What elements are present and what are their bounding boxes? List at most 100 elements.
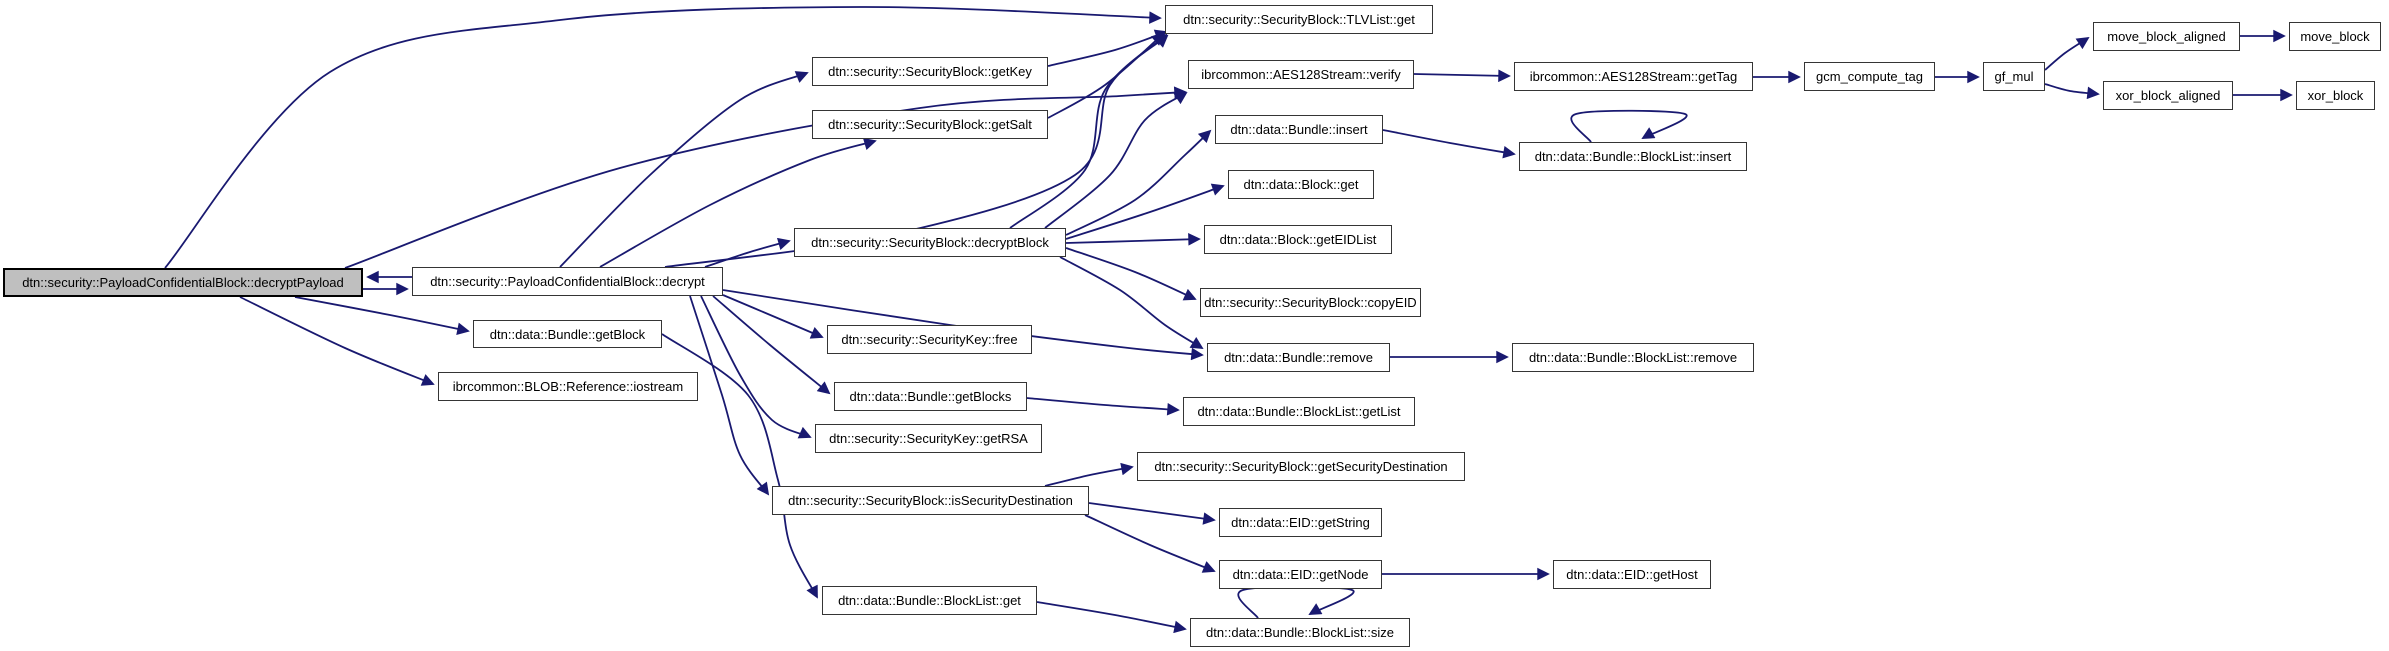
node-label: gf_mul <box>1994 69 2034 84</box>
edge-decryptBlock-to-tlvGet <box>1009 33 1168 229</box>
edge-getSalt-to-tlvGet <box>1047 32 1165 119</box>
edge-blocklistInsert-self <box>1570 109 1688 143</box>
edge-decryptBlock-to-getEIDList <box>1065 233 1201 246</box>
node-decryptBlock[interactable]: dtn::security::SecurityBlock::decryptBlo… <box>794 228 1066 257</box>
edge-decryptPayload-to-iostream <box>239 296 435 386</box>
edge-getBlock-to-blocklistGet <box>661 333 818 599</box>
node-blockGet[interactable]: dtn::data::Block::get <box>1228 170 1374 199</box>
node-insert[interactable]: dtn::data::Bundle::insert <box>1215 115 1383 144</box>
node-mba[interactable]: move_block_aligned <box>2093 22 2240 51</box>
node-verify[interactable]: ibrcommon::AES128Stream::verify <box>1188 60 1414 89</box>
edge-isSecurityDestination-to-getString <box>1088 502 1216 525</box>
edge-decryptBlock-to-insert <box>1065 129 1212 236</box>
edge-decrypt-to-decryptBlock <box>704 237 791 268</box>
node-getSalt[interactable]: dtn::security::SecurityBlock::getSalt <box>812 110 1048 139</box>
node-copyEID[interactable]: dtn::security::SecurityBlock::copyEID <box>1200 288 1421 317</box>
node-getNode[interactable]: dtn::data::EID::getNode <box>1219 560 1382 589</box>
node-xba[interactable]: xor_block_aligned <box>2103 81 2233 110</box>
edge-decryptBlock-to-copyEID <box>1065 247 1197 301</box>
node-remove[interactable]: dtn::data::Bundle::remove <box>1207 343 1390 372</box>
node-blocklistInsert[interactable]: dtn::data::Bundle::BlockList::insert <box>1519 142 1747 171</box>
node-getString[interactable]: dtn::data::EID::getString <box>1219 508 1382 537</box>
node-label: move_block <box>2300 29 2370 44</box>
edge-gfmul-to-mba <box>2044 36 2090 71</box>
node-label: dtn::data::EID::getNode <box>1232 567 1369 582</box>
node-getBlocks[interactable]: dtn::data::Bundle::getBlocks <box>834 382 1027 411</box>
node-getKey[interactable]: dtn::security::SecurityBlock::getKey <box>812 57 1048 86</box>
node-label: dtn::data::EID::getHost <box>1566 567 1698 582</box>
node-label: dtn::security::SecurityKey::free <box>841 332 1018 347</box>
node-label: dtn::security::SecurityBlock::copyEID <box>1204 295 1417 310</box>
node-label: dtn::data::Bundle::insert <box>1230 122 1368 137</box>
node-iostream[interactable]: ibrcommon::BLOB::Reference::iostream <box>438 372 698 401</box>
node-label: dtn::data::Bundle::BlockList::size <box>1206 625 1394 640</box>
node-label: xor_block <box>2307 88 2364 103</box>
node-label: dtn::security::SecurityBlock::getSalt <box>828 117 1032 132</box>
node-label: dtn::data::Block::get <box>1243 177 1359 192</box>
node-label: ibrcommon::AES128Stream::getTag <box>1529 69 1738 84</box>
node-mb[interactable]: move_block <box>2289 22 2381 51</box>
node-label: dtn::security::PayloadConfidentialBlock:… <box>430 274 705 289</box>
node-decryptPayload[interactable]: dtn::security::PayloadConfidentialBlock:… <box>3 268 363 297</box>
node-label: dtn::security::SecurityBlock::decryptBlo… <box>811 235 1049 250</box>
node-blocklistRemove[interactable]: dtn::data::Bundle::BlockList::remove <box>1512 343 1754 372</box>
node-label: xor_block_aligned <box>2115 88 2221 103</box>
node-label: dtn::security::SecurityBlock::TLVList::g… <box>1183 12 1415 27</box>
node-getBlock[interactable]: dtn::data::Bundle::getBlock <box>473 320 662 348</box>
node-label: dtn::data::EID::getString <box>1231 515 1370 530</box>
edge-decrypt-to-tlvGet <box>664 34 1169 268</box>
node-isSecurityDestination[interactable]: dtn::security::SecurityBlock::isSecurity… <box>772 486 1089 515</box>
node-label: dtn::security::SecurityKey::getRSA <box>829 431 1028 446</box>
edge-decrypt-to-free <box>722 294 824 339</box>
node-label: dtn::data::Bundle::BlockList::insert <box>1534 149 1732 164</box>
node-getTag[interactable]: ibrcommon::AES128Stream::getTag <box>1514 62 1753 91</box>
node-label: dtn::security::SecurityBlock::getKey <box>828 64 1032 79</box>
node-label: gcm_compute_tag <box>1816 69 1923 84</box>
node-blocklistGet[interactable]: dtn::data::Bundle::BlockList::get <box>822 586 1037 615</box>
node-decrypt[interactable]: dtn::security::PayloadConfidentialBlock:… <box>412 267 723 296</box>
edge-verify-to-getTag <box>1413 69 1511 83</box>
node-label: dtn::data::Bundle::getBlocks <box>849 389 1012 404</box>
node-label: dtn::data::Bundle::BlockList::get <box>838 593 1021 608</box>
node-label: dtn::security::SecurityBlock::getSecurit… <box>1154 459 1448 474</box>
node-size[interactable]: dtn::data::Bundle::BlockList::size <box>1190 618 1410 647</box>
edge-decrypt-to-isSecurityDestination <box>689 295 770 496</box>
node-label: dtn::data::Bundle::BlockList::getList <box>1197 404 1401 419</box>
node-free[interactable]: dtn::security::SecurityKey::free <box>827 325 1032 354</box>
node-label: move_block_aligned <box>2107 29 2226 44</box>
node-label: dtn::security::SecurityBlock::isSecurity… <box>788 493 1073 508</box>
edge-decryptPayload-to-tlvGet <box>164 6 1162 269</box>
edge-decryptBlock-to-remove <box>1059 256 1204 349</box>
edge-decrypt-to-getKey <box>559 71 809 268</box>
edge-insert-to-blocklistInsert <box>1382 129 1516 159</box>
edge-decryptBlock-to-verify <box>1044 91 1188 229</box>
node-label: dtn::data::Bundle::remove <box>1224 350 1373 365</box>
node-label: dtn::data::Bundle::getBlock <box>489 326 646 342</box>
node-getList[interactable]: dtn::data::Bundle::BlockList::getList <box>1183 397 1415 426</box>
node-xb[interactable]: xor_block <box>2296 81 2375 110</box>
edge-getBlocks-to-getList <box>1026 397 1180 416</box>
node-label: ibrcommon::BLOB::Reference::iostream <box>452 379 684 394</box>
edge-gfmul-to-xba <box>2044 83 2100 100</box>
edge-decryptBlock-to-blockGet <box>1065 183 1225 240</box>
node-label: dtn::data::Block::getEIDList <box>1219 232 1377 247</box>
edge-decrypt-to-getRSA <box>700 295 812 439</box>
edge-isSecurityDestination-to-getNode <box>1084 514 1216 573</box>
node-label: dtn::data::Bundle::BlockList::remove <box>1528 350 1738 365</box>
edge-isSecurityDestination-to-getSecurityDestination <box>1044 462 1134 487</box>
node-label: ibrcommon::AES128Stream::verify <box>1201 67 1401 82</box>
edge-decrypt-to-getSalt <box>599 137 877 268</box>
node-tlvGet[interactable]: dtn::security::SecurityBlock::TLVList::g… <box>1165 5 1433 34</box>
node-getHost[interactable]: dtn::data::EID::getHost <box>1553 560 1711 589</box>
node-getRSA[interactable]: dtn::security::SecurityKey::getRSA <box>815 424 1042 453</box>
node-gfmul[interactable]: gf_mul <box>1983 62 2045 91</box>
edge-size-self <box>1237 585 1355 619</box>
edge-decrypt-to-getBlocks <box>712 295 831 395</box>
edge-decryptPayload-to-getBlock <box>294 296 470 336</box>
node-gcm[interactable]: gcm_compute_tag <box>1804 62 1935 91</box>
edge-blocklistGet-to-size <box>1036 601 1187 634</box>
node-getSecurityDestination[interactable]: dtn::security::SecurityBlock::getSecurit… <box>1137 452 1465 481</box>
node-getEIDList[interactable]: dtn::data::Block::getEIDList <box>1204 225 1392 254</box>
